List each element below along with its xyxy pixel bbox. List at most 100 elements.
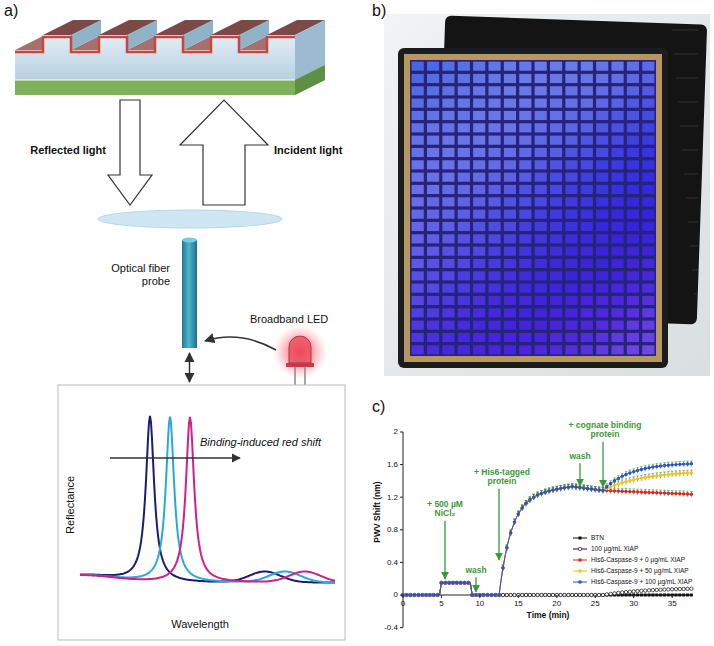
data-marker xyxy=(617,591,620,594)
microplate-well xyxy=(596,308,608,317)
microplate-well xyxy=(412,210,424,219)
error-bar xyxy=(552,487,554,488)
data-marker xyxy=(628,594,631,597)
data-marker xyxy=(474,593,477,596)
microplate-well xyxy=(473,99,485,108)
axis-title: PWV Shift (nm) xyxy=(373,481,383,542)
microplate-well xyxy=(535,74,547,83)
microplate-well xyxy=(611,222,623,231)
data-marker xyxy=(455,581,458,584)
data-marker xyxy=(455,581,458,584)
data-marker xyxy=(413,593,416,596)
data-marker xyxy=(632,490,635,493)
data-marker xyxy=(617,489,620,492)
microplate-well xyxy=(427,321,439,330)
microplate-well xyxy=(565,259,577,268)
data-marker xyxy=(467,581,470,584)
error-bar xyxy=(567,484,569,485)
data-marker xyxy=(605,594,608,597)
error-bar xyxy=(659,490,661,491)
error-bar xyxy=(594,486,596,487)
data-marker xyxy=(586,593,589,596)
microplate-well xyxy=(427,74,439,83)
error-bar xyxy=(506,544,508,545)
microplate-well xyxy=(412,99,424,108)
data-marker xyxy=(524,502,527,505)
substrate-layer xyxy=(15,80,295,95)
microplate-well xyxy=(412,74,424,83)
data-marker xyxy=(494,594,497,597)
data-marker xyxy=(540,594,543,597)
error-bar xyxy=(513,519,515,520)
data-marker xyxy=(425,594,428,597)
data-marker xyxy=(563,593,566,596)
error-bar xyxy=(679,461,681,462)
error-bar xyxy=(640,466,642,467)
microplate-well xyxy=(565,123,577,132)
data-marker xyxy=(690,471,693,474)
data-marker xyxy=(490,593,493,596)
step-annotation: + His6-tagged protein xyxy=(465,468,539,487)
data-marker xyxy=(598,594,601,597)
axis-tick xyxy=(400,464,403,465)
error-bar xyxy=(667,471,669,472)
data-marker xyxy=(486,593,489,596)
microplate-well xyxy=(427,333,439,342)
microplate-well xyxy=(519,284,531,293)
microplate-well xyxy=(412,222,424,231)
data-marker xyxy=(528,594,531,597)
microplate-well xyxy=(473,345,485,354)
microplate-well xyxy=(642,247,654,256)
data-marker xyxy=(682,462,685,465)
microplate-well xyxy=(504,345,516,354)
data-marker xyxy=(548,594,551,597)
data-marker xyxy=(413,593,416,596)
data-marker xyxy=(674,463,677,466)
error-bar xyxy=(521,505,523,506)
data-marker xyxy=(428,593,431,596)
data-marker xyxy=(578,593,581,596)
microplate-well xyxy=(535,136,547,145)
data-marker xyxy=(613,592,616,595)
data-marker xyxy=(547,489,550,492)
data-marker xyxy=(521,594,524,597)
data-marker xyxy=(409,593,412,596)
chart-legend xyxy=(573,537,587,584)
microplate-well xyxy=(642,222,654,231)
microplate-well xyxy=(504,284,516,293)
data-marker xyxy=(686,471,689,474)
microplate-well xyxy=(504,160,516,169)
data-marker xyxy=(636,594,639,597)
data-marker xyxy=(651,588,654,591)
microplate-well xyxy=(427,123,439,132)
axis-tick xyxy=(403,595,404,598)
microplate-well xyxy=(627,296,639,305)
microplate-well xyxy=(458,185,470,194)
microplate-well xyxy=(504,259,516,268)
microplate-well xyxy=(627,259,639,268)
error-bar xyxy=(625,471,627,472)
data-marker xyxy=(644,594,647,597)
data-marker xyxy=(505,546,508,549)
data-marker xyxy=(447,581,450,584)
microplate-well xyxy=(535,99,547,108)
tick-label: 20 xyxy=(552,599,561,608)
data-marker xyxy=(655,594,658,597)
data-marker xyxy=(636,477,639,480)
microplate-well xyxy=(427,284,439,293)
tick-label: 2 xyxy=(394,427,398,436)
microplate-well xyxy=(627,160,639,169)
microplate-well xyxy=(642,160,654,169)
microplate-well xyxy=(458,308,470,317)
microplate-well xyxy=(581,74,593,83)
data-marker xyxy=(644,476,647,479)
data-marker xyxy=(486,593,489,596)
microplate-well xyxy=(519,62,531,71)
error-bar xyxy=(663,490,665,491)
data-marker xyxy=(674,587,677,590)
microplate-well xyxy=(458,173,470,182)
axis-tick xyxy=(672,595,673,598)
microplate-well xyxy=(535,259,547,268)
data-marker xyxy=(486,594,489,597)
tick-label: 30 xyxy=(629,599,638,608)
